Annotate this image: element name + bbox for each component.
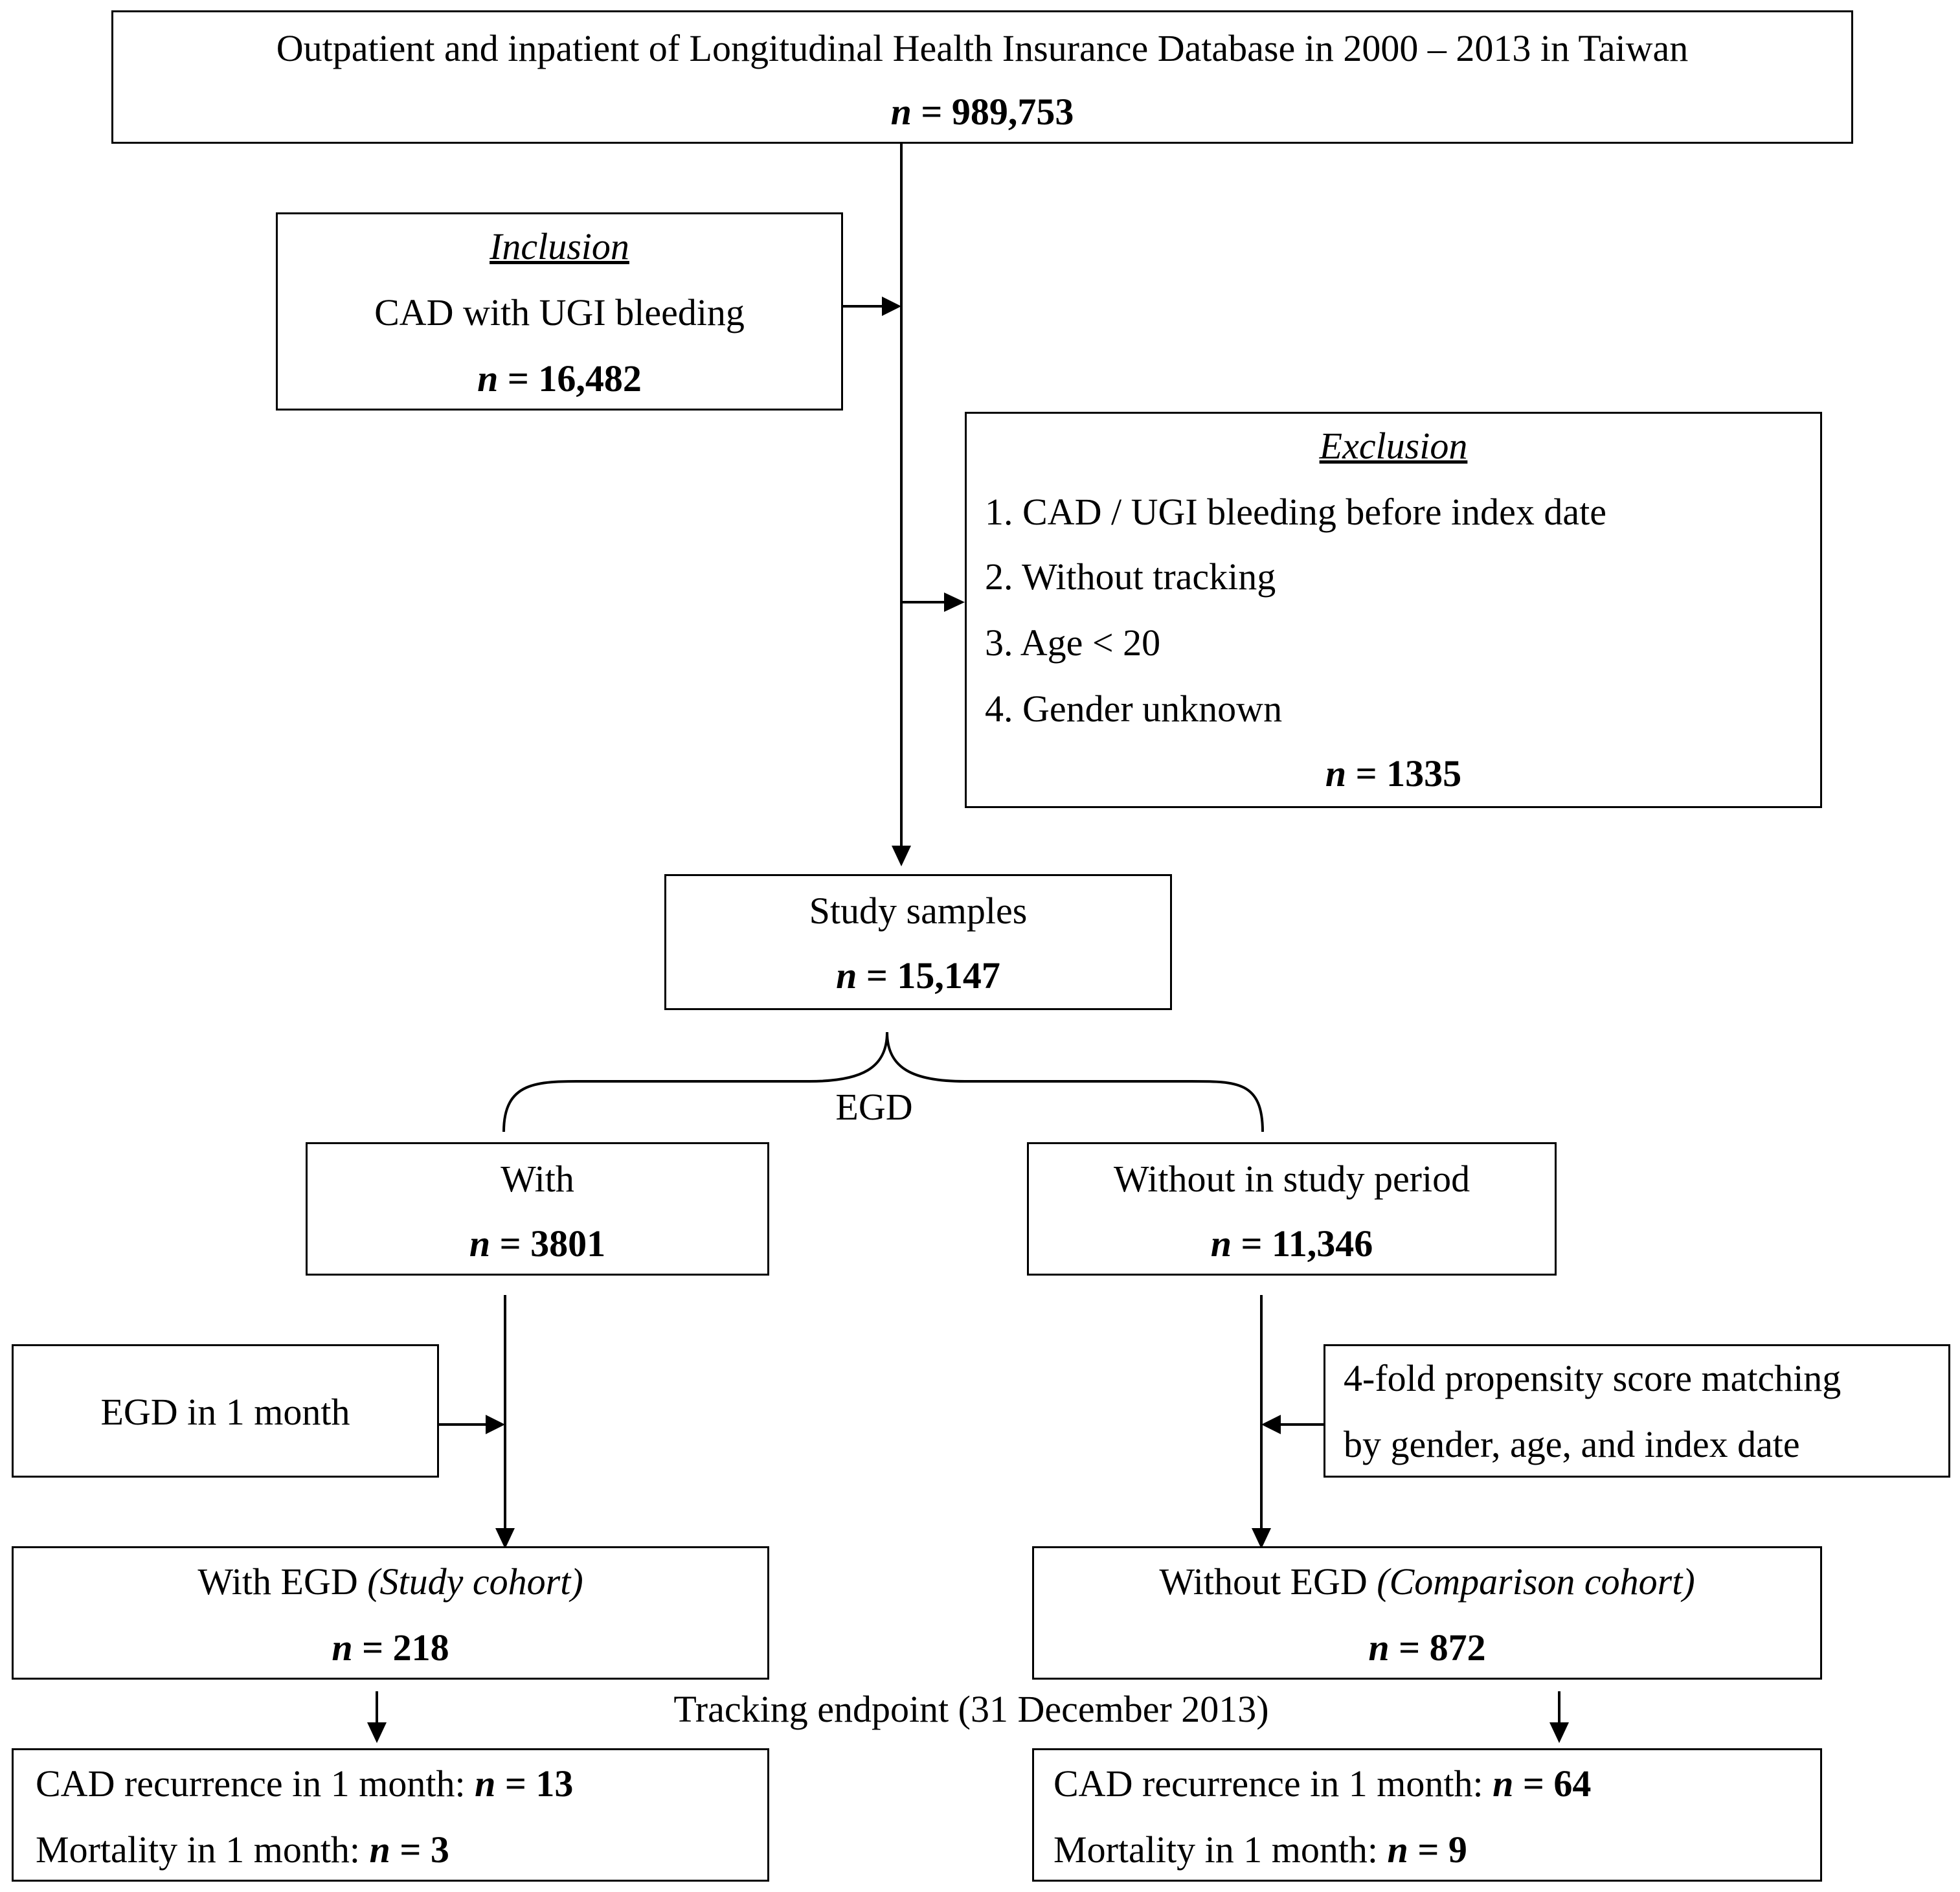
egd-split-label: EGD (835, 1086, 913, 1128)
n-symbol: n (836, 954, 857, 997)
study-cohort-label: With EGD (197, 1560, 368, 1603)
egd-month-arrowhead (486, 1415, 505, 1434)
inclusion-arrowhead (882, 297, 901, 316)
comparison-outcome-box: CAD recurrence in 1 month: n = 64 Mortal… (1032, 1748, 1822, 1882)
matching-box: 4-fold propensity score matching by gend… (1324, 1344, 1950, 1478)
comparison-cohort-box: Without EGD (Comparison cohort) n = 872 (1032, 1546, 1822, 1680)
source-database-box: Outpatient and inpatient of Longitudinal… (111, 10, 1853, 144)
inclusion-heading: Inclusion (490, 225, 629, 267)
study-recurrence: CAD recurrence in 1 month: n = 13 (36, 1761, 573, 1807)
n-symbol: n (1493, 1762, 1514, 1805)
exclusion-item: 4. Gender unknown (985, 688, 1283, 730)
mortality-label: Mortality in 1 month: (36, 1829, 370, 1871)
inclusion-count: n = 16,482 (278, 355, 841, 402)
comparison-cohort-n-value: = 872 (1389, 1627, 1486, 1669)
source-count: n = 989,753 (113, 89, 1851, 135)
study-n-value: = 15,147 (857, 954, 1000, 997)
inclusion-n-value: = 16,482 (498, 357, 642, 400)
source-n-value: = 989,753 (911, 91, 1074, 133)
comparison-cohort-count: n = 872 (1034, 1625, 1820, 1671)
study-samples-box: Study samples n = 15,147 (664, 874, 1172, 1010)
egd-in-month-text: EGD in 1 month (100, 1391, 350, 1433)
recurrence-label: CAD recurrence in 1 month: (1053, 1762, 1493, 1805)
study-mortality: Mortality in 1 month: n = 3 (36, 1827, 449, 1873)
exclusion-n-value: = 1335 (1346, 752, 1462, 794)
comparison-recurrence: CAD recurrence in 1 month: n = 64 (1053, 1761, 1591, 1807)
study-cohort-count: n = 218 (14, 1625, 767, 1671)
recurrence-label: CAD recurrence in 1 month: (36, 1762, 475, 1805)
with-n-value: = 3801 (490, 1222, 606, 1265)
inclusion-text: CAD with UGI bleeding (374, 291, 745, 333)
exclusion-item: 1. CAD / UGI bleeding before index date (985, 491, 1606, 533)
study-cohort-box: With EGD (Study cohort) n = 218 (12, 1546, 769, 1680)
tracking-endpoint-label: Tracking endpoint (31 December 2013) (673, 1688, 1269, 1730)
study-cohort-title: With EGD (Study cohort) (14, 1559, 767, 1605)
egd-in-month-box: EGD in 1 month (12, 1344, 439, 1478)
matching-line-1: 4-fold propensity score matching (1344, 1357, 1842, 1399)
inclusion-box: Inclusion CAD with UGI bleeding n = 16,4… (276, 212, 843, 411)
without-n-value: = 11,346 (1231, 1222, 1373, 1265)
n-symbol: n (1368, 1627, 1390, 1669)
study-mortality-value: = 3 (390, 1829, 449, 1871)
exclusion-count: n = 1335 (967, 750, 1820, 797)
n-symbol: n (475, 1762, 496, 1805)
left-tracking-arrowhead (367, 1722, 387, 1743)
n-symbol: n (1325, 752, 1347, 794)
n-symbol: n (477, 357, 499, 400)
without-egd-box: Without in study period n = 11,346 (1027, 1142, 1557, 1276)
exclusion-item: 3. Age < 20 (985, 622, 1161, 664)
study-samples-title: Study samples (809, 890, 1028, 932)
study-outcome-box: CAD recurrence in 1 month: n = 13 Mortal… (12, 1748, 769, 1882)
source-title: Outpatient and inpatient of Longitudinal… (276, 27, 1689, 69)
exclusion-arrowhead (944, 592, 965, 612)
n-symbol: n (890, 91, 912, 133)
n-symbol: n (1210, 1222, 1232, 1265)
matching-line-2: by gender, age, and index date (1344, 1423, 1800, 1465)
without-title: Without in study period (1113, 1158, 1470, 1200)
study-recurrence-value: = 13 (495, 1762, 574, 1805)
study-samples-count: n = 15,147 (666, 952, 1170, 999)
with-count: n = 3801 (308, 1221, 767, 1267)
n-symbol: n (332, 1627, 353, 1669)
comparison-cohort-title: Without EGD (Comparison cohort) (1034, 1559, 1820, 1605)
study-cohort-subtitle: (Study cohort) (367, 1560, 583, 1603)
comparison-mortality: Mortality in 1 month: n = 9 (1053, 1827, 1467, 1873)
exclusion-item: 2. Without tracking (985, 556, 1276, 598)
comparison-cohort-subtitle: (Comparison cohort) (1377, 1560, 1695, 1603)
comparison-mortality-value: = 9 (1408, 1829, 1467, 1871)
matching-arrowhead (1261, 1415, 1281, 1434)
n-symbol: n (1387, 1829, 1408, 1871)
exclusion-box: Exclusion 1. CAD / UGI bleeding before i… (965, 412, 1822, 808)
without-count: n = 11,346 (1029, 1221, 1555, 1267)
right-tracking-arrowhead (1549, 1722, 1569, 1743)
study-cohort-n-value: = 218 (352, 1627, 449, 1669)
exclusion-heading: Exclusion (1319, 425, 1468, 467)
comparison-cohort-label: Without EGD (1159, 1560, 1377, 1603)
n-symbol: n (469, 1222, 491, 1265)
with-title: With (501, 1158, 574, 1200)
with-egd-box: With n = 3801 (306, 1142, 769, 1276)
trunk-arrowhead (892, 846, 911, 866)
n-symbol: n (369, 1829, 390, 1871)
comparison-recurrence-value: = 64 (1513, 1762, 1592, 1805)
mortality-label: Mortality in 1 month: (1053, 1829, 1388, 1871)
